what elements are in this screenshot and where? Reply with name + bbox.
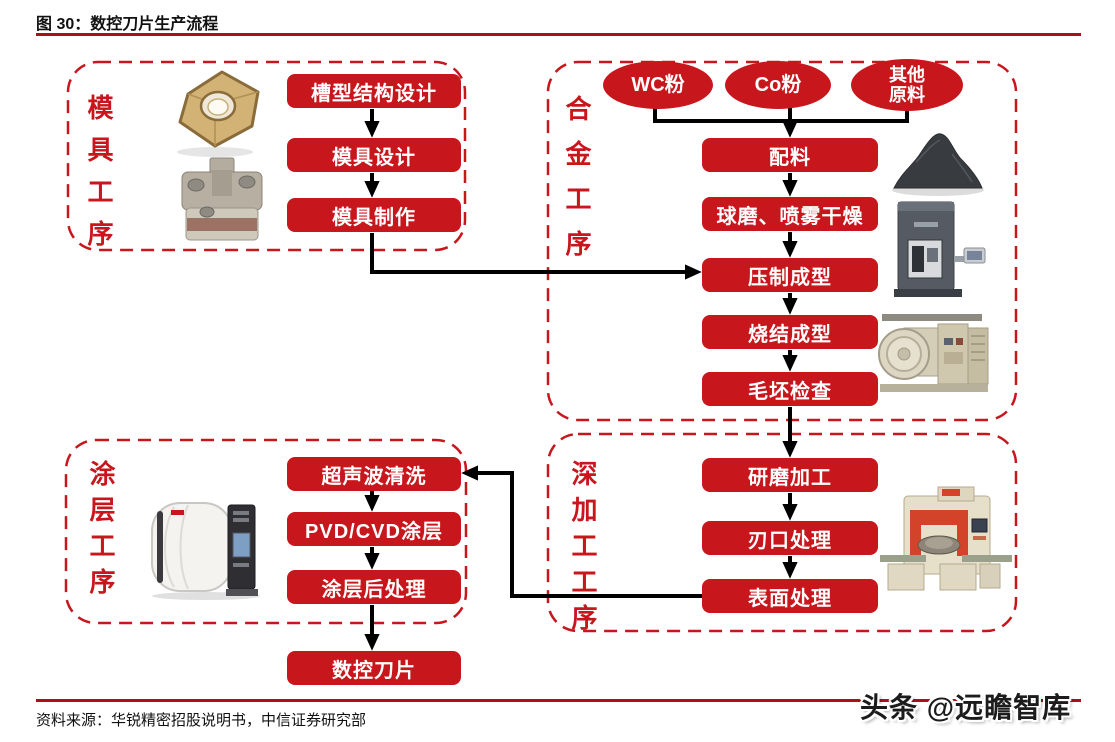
arrow-surface-to-clean bbox=[461, 465, 702, 598]
step-groove-design: 槽型结构设计 bbox=[287, 74, 461, 108]
sintering-furnace-photo bbox=[878, 314, 989, 392]
carbide-insert-photo bbox=[177, 70, 260, 157]
step-ultrasonic-clean: 超声波清洗 bbox=[287, 457, 461, 491]
mold-group-label: 模具工序 bbox=[84, 94, 114, 262]
step-edge-prep: 刃口处理 bbox=[702, 521, 878, 555]
alloy-powder-photo bbox=[892, 133, 984, 196]
press-machine-photo bbox=[894, 201, 986, 297]
step-pvd-cvd-coating: PVD/CVD涂层 bbox=[287, 512, 461, 546]
source-note: 资料来源：华锐精密招股说明书，中信证券研究部 bbox=[36, 712, 367, 729]
input-co-powder: Co粉 bbox=[725, 61, 831, 109]
mold-group-frame bbox=[66, 60, 467, 252]
deep-group-label: 深加工工序 bbox=[568, 460, 598, 640]
coating-machine-photo bbox=[151, 502, 260, 600]
coating-group-label: 涂层工序 bbox=[86, 460, 116, 604]
step-batching: 配料 bbox=[702, 138, 878, 172]
step-sintering: 烧结成型 bbox=[702, 315, 878, 349]
step-blank-check: 毛坯检查 bbox=[702, 372, 878, 406]
step-grinding: 研磨加工 bbox=[702, 458, 878, 492]
deep-group-frame bbox=[546, 432, 1018, 633]
alloy-group-label: 合金工序 bbox=[562, 95, 592, 275]
step-pressing: 压制成型 bbox=[702, 258, 878, 292]
step-mold-make: 模具制作 bbox=[287, 198, 461, 232]
step-post-coating: 涂层后处理 bbox=[287, 570, 461, 604]
input-wc-powder: WC粉 bbox=[603, 61, 713, 109]
step-final-insert: 数控刀片 bbox=[287, 651, 461, 685]
grinding-machine-photo bbox=[880, 486, 1012, 591]
step-surface: 表面处理 bbox=[702, 579, 878, 613]
input-other-material-label: 其他原料 bbox=[889, 64, 925, 105]
watermark: 头条 @远瞻智库 bbox=[860, 692, 1072, 723]
title-underline bbox=[36, 33, 1081, 36]
step-mold-design: 模具设计 bbox=[287, 138, 461, 172]
input-other-material: 其他原料 bbox=[851, 59, 963, 111]
mold-die-photo bbox=[181, 157, 263, 241]
footer-rule bbox=[36, 699, 1081, 702]
coating-group-frame bbox=[64, 438, 468, 625]
step-ball-mill: 球磨、喷雾干燥 bbox=[702, 197, 878, 231]
figure-title: 图 30：数控刀片生产流程 bbox=[36, 16, 219, 33]
arrow-moldmake-to-press bbox=[370, 233, 702, 280]
